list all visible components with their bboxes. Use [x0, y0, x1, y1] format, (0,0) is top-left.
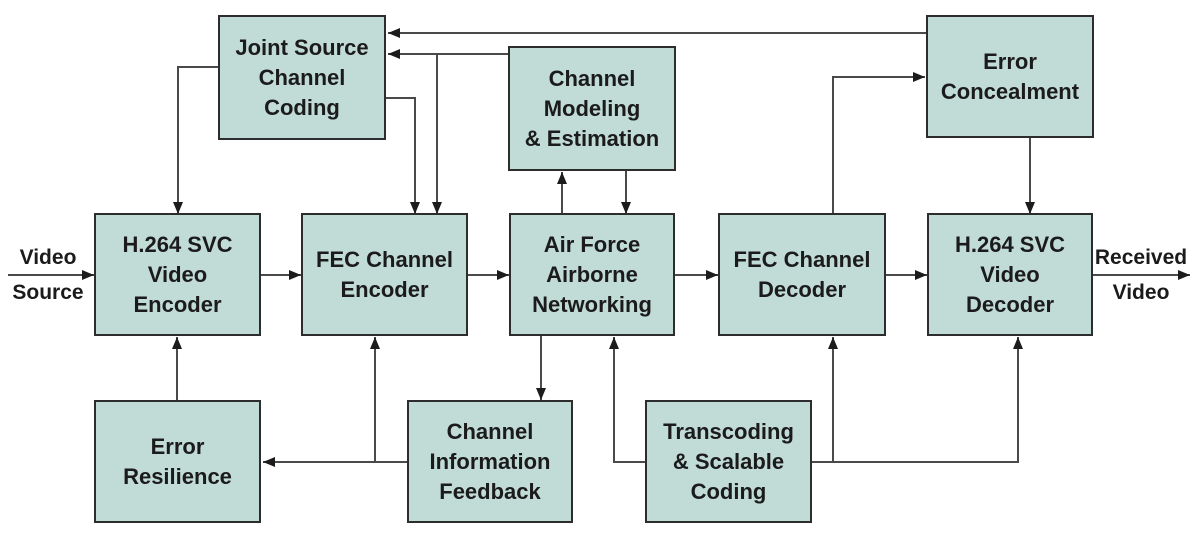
box-error-concealment: Error Concealment [926, 15, 1094, 138]
box-error-resilience: Error Resilience [94, 400, 261, 523]
box-channel-modeling-estimation: Channel Modeling & Estimation [508, 46, 676, 171]
received-video-label: Received Video [1094, 246, 1188, 304]
arrow-jscc-to-encoder [173, 66, 218, 214]
box-air-force-airborne-networking: Air Force Airborne Networking [509, 213, 675, 336]
arrow-transcoding-to-networking [609, 337, 645, 463]
arrow-transcoding-to-decoder [812, 337, 1023, 463]
arrow-fec-decoder-to-error-concealment [832, 72, 925, 213]
box-fec-channel-encoder: FEC Channel Encoder [301, 213, 468, 336]
box-transcoding-scalable-coding: Transcoding & Scalable Coding [645, 400, 812, 523]
box-joint-source-channel-coding: Joint Source Channel Coding [218, 15, 386, 140]
arrow-jscc-to-fec-encoder [386, 97, 420, 214]
video-source-label: Video Source [12, 246, 84, 304]
box-fec-channel-decoder: FEC Channel Decoder [718, 213, 886, 336]
box-h264-svc-video-encoder: H.264 SVC Video Encoder [94, 213, 261, 336]
box-h264-svc-video-decoder: H.264 SVC Video Decoder [927, 213, 1093, 336]
box-channel-information-feedback: Channel Information Feedback [407, 400, 573, 523]
